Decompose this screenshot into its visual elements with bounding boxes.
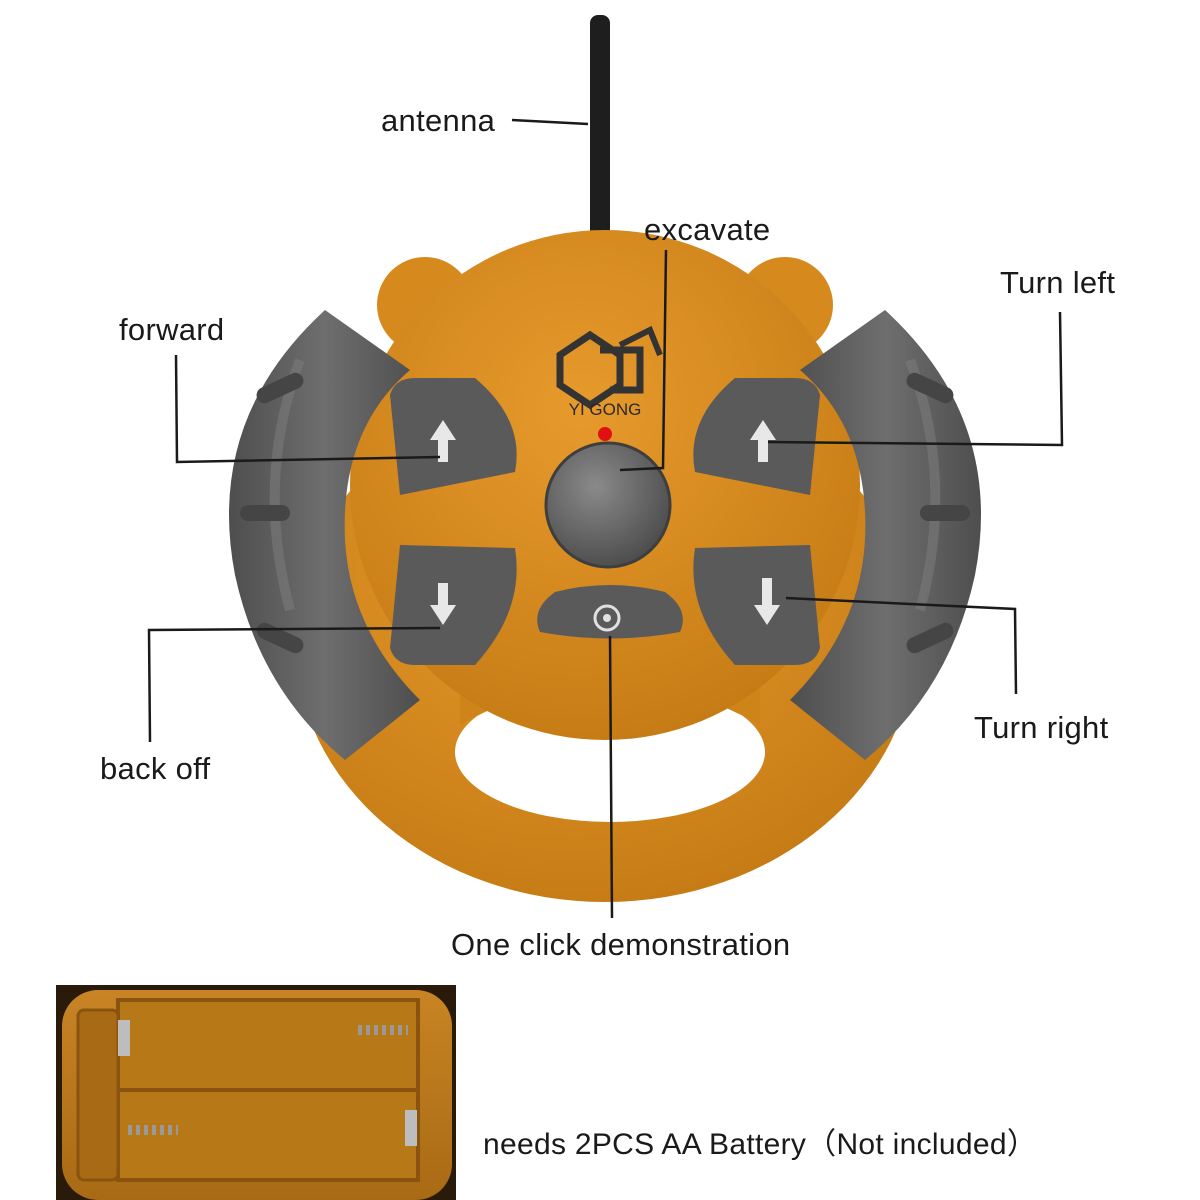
antenna-label: antenna xyxy=(381,103,496,138)
excavate-button[interactable] xyxy=(544,441,672,569)
excavate-label: excavate xyxy=(644,212,771,247)
forward-label: forward xyxy=(119,312,225,347)
demo-button[interactable] xyxy=(537,585,683,639)
down-arrow-icon xyxy=(754,578,780,625)
forward-button[interactable] xyxy=(390,378,517,495)
turn-left-label: Turn left xyxy=(1000,265,1116,300)
gear-icon-center xyxy=(603,614,611,622)
battery-contact xyxy=(118,1020,130,1056)
led-indicator xyxy=(598,427,612,441)
battery-compartment xyxy=(56,985,456,1200)
turn-right-label: Turn right xyxy=(974,710,1109,745)
leader-lines xyxy=(147,118,1064,919)
turn-left-button[interactable] xyxy=(693,378,820,495)
back-off-button[interactable] xyxy=(390,545,517,665)
turn-right-button[interactable] xyxy=(693,545,820,665)
battery-caption: needs 2PCS AA Battery（Not included） xyxy=(483,1128,1038,1161)
brand-name: YI GONG xyxy=(569,400,642,419)
gear-icon xyxy=(593,604,621,632)
brand-logo: YI GONG xyxy=(556,325,663,419)
battery-contact xyxy=(405,1110,417,1146)
right-grip xyxy=(790,310,981,760)
one-click-demo-label: One click demonstration xyxy=(451,927,791,962)
left-grip xyxy=(229,310,420,760)
back-off-label: back off xyxy=(100,751,211,786)
down-arrow-icon xyxy=(430,583,456,625)
up-arrow-icon xyxy=(430,420,456,462)
up-arrow-icon xyxy=(750,420,776,462)
